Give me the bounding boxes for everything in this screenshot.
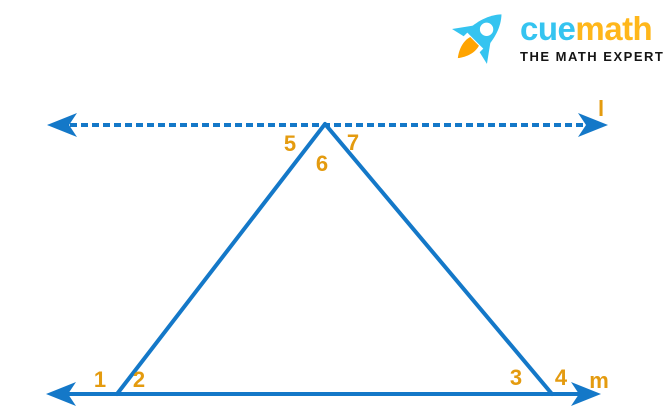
line-m-right-arrowhead-icon xyxy=(571,382,601,406)
angle-label-3: 3 xyxy=(510,365,522,390)
brand-math: math xyxy=(575,10,653,48)
angle-label-1: 1 xyxy=(94,367,106,392)
brand-cue: cue xyxy=(520,10,576,48)
line-l-right-arrowhead-icon xyxy=(578,113,608,137)
line-m-label: m xyxy=(589,368,609,393)
angle-label-7: 7 xyxy=(347,130,359,155)
angle-label-6: 6 xyxy=(316,151,328,176)
angle-label-2: 2 xyxy=(133,367,145,392)
angle-label-4: 4 xyxy=(555,365,568,390)
brand-tagline: THE MATH EXPERT xyxy=(520,48,665,64)
logo-text: cuemath THE MATH EXPERT xyxy=(520,10,665,64)
cuemath-logo: cuemath THE MATH EXPERT xyxy=(444,2,664,74)
rocket-icon xyxy=(452,14,502,64)
line-l-left-arrowhead-icon xyxy=(47,113,77,137)
line-l-label: l xyxy=(598,96,604,121)
line-m-left-arrowhead-icon xyxy=(46,382,76,406)
angle-label-5: 5 xyxy=(284,131,296,156)
brand-name: cuemath xyxy=(520,10,664,48)
triangle-left-side xyxy=(115,122,327,396)
triangle-right-side xyxy=(323,122,554,396)
